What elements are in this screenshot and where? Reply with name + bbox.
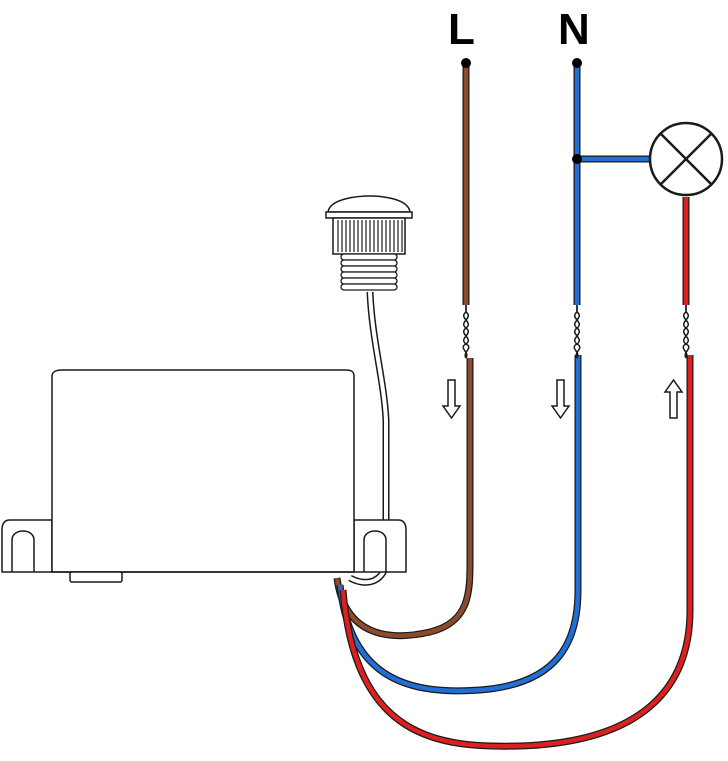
lamp-icon	[648, 121, 724, 197]
neutral-connector-twist	[573, 305, 581, 359]
live-terminal-dot	[461, 58, 471, 68]
switched-up-arrow-icon	[663, 378, 684, 419]
live-connector-twist	[462, 305, 470, 359]
live-terminal-label: L	[448, 5, 475, 54]
neutral-wire-upper	[573, 63, 652, 305]
sensor-cable	[348, 291, 390, 586]
switched-connector-twist	[682, 305, 690, 359]
live-down-arrow-icon	[441, 379, 462, 420]
neutral-terminal-label: N	[558, 5, 590, 54]
neutral-junction-dot	[572, 154, 582, 164]
neutral-wire-lower	[336, 355, 582, 695]
live-wire-lower	[333, 358, 474, 640]
neutral-terminal-dot	[572, 58, 582, 68]
neutral-down-arrow-icon	[550, 379, 571, 420]
sensor-head-icon	[325, 195, 413, 291]
device-body	[1, 369, 407, 583]
switched-wire-lower	[339, 355, 694, 750]
